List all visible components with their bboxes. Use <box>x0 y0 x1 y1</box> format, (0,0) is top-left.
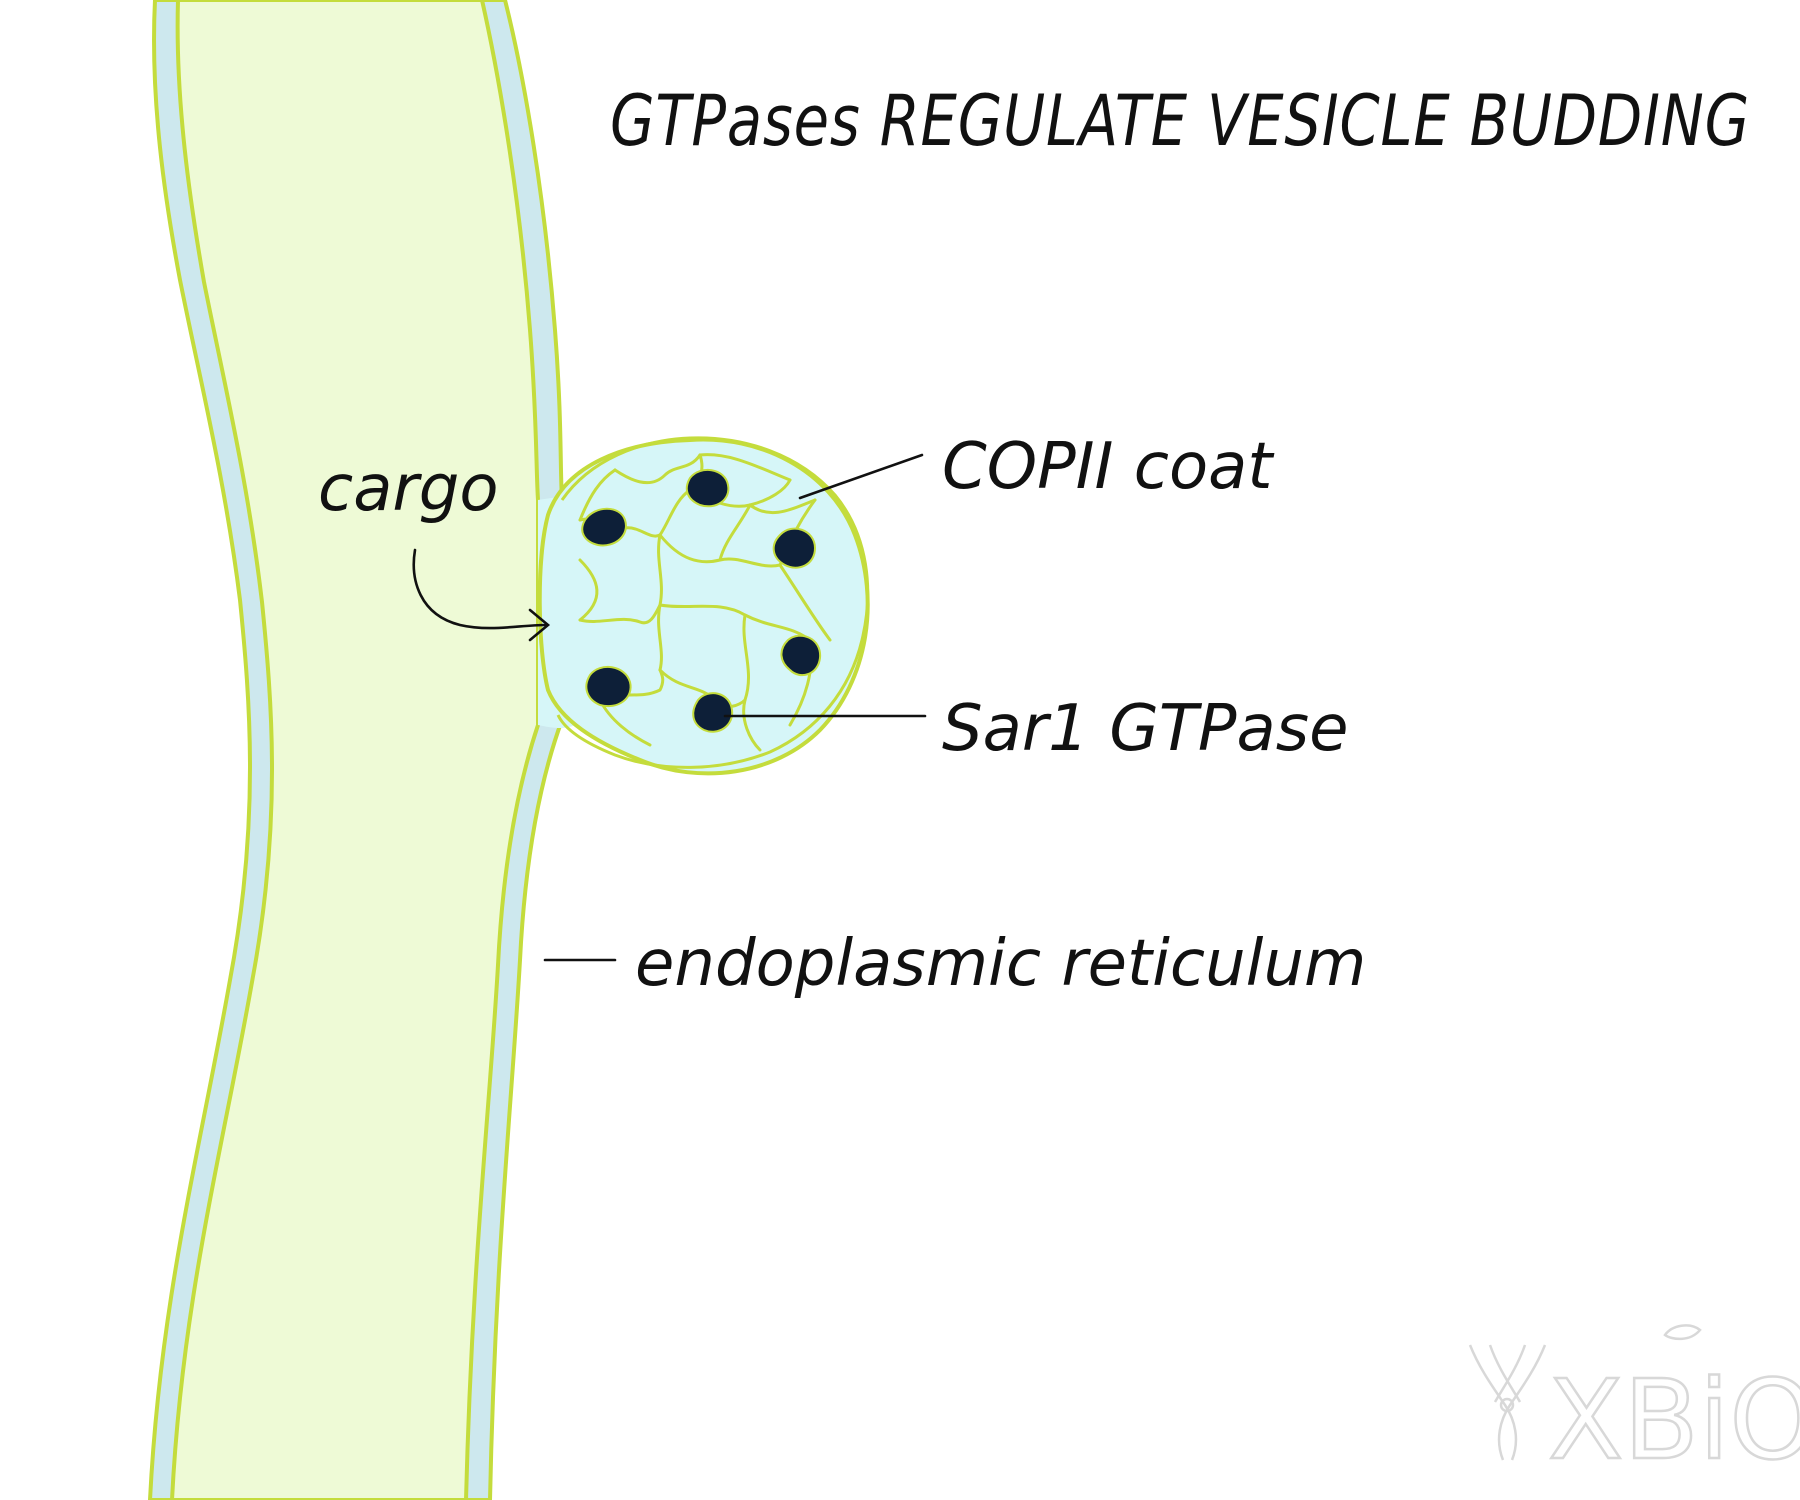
copii-coat-leader <box>798 453 924 500</box>
sar1-dot <box>581 507 627 547</box>
cargo-arrowhead <box>528 608 551 642</box>
sar1-gtpase-label: Sar1 GTPase <box>942 692 1348 766</box>
watermark-text: XBiO <box>1548 1356 1800 1484</box>
cargo-label: cargo <box>318 452 499 526</box>
xbio-watermark: XBiO <box>1468 1324 1800 1485</box>
copii-coat-label: COPII coat <box>942 430 1275 504</box>
sar1-gtpase-dots <box>581 469 822 733</box>
sar1-dot <box>780 634 822 677</box>
sar1-dot <box>585 666 632 708</box>
leaf-icon <box>1663 1324 1702 1341</box>
sar1-dot <box>772 527 817 569</box>
cargo-arrow <box>412 548 547 630</box>
diagram-title: GTPases REGULATE VESICLE BUDDING <box>610 80 1750 162</box>
chromosome-icon <box>1468 1344 1547 1461</box>
er-lumen <box>169 0 540 1500</box>
copii-coat-outline <box>556 436 870 769</box>
er-label: endoplasmic reticulum <box>635 927 1366 1001</box>
sar1-dot <box>685 469 730 508</box>
sar1-dot <box>692 692 734 733</box>
